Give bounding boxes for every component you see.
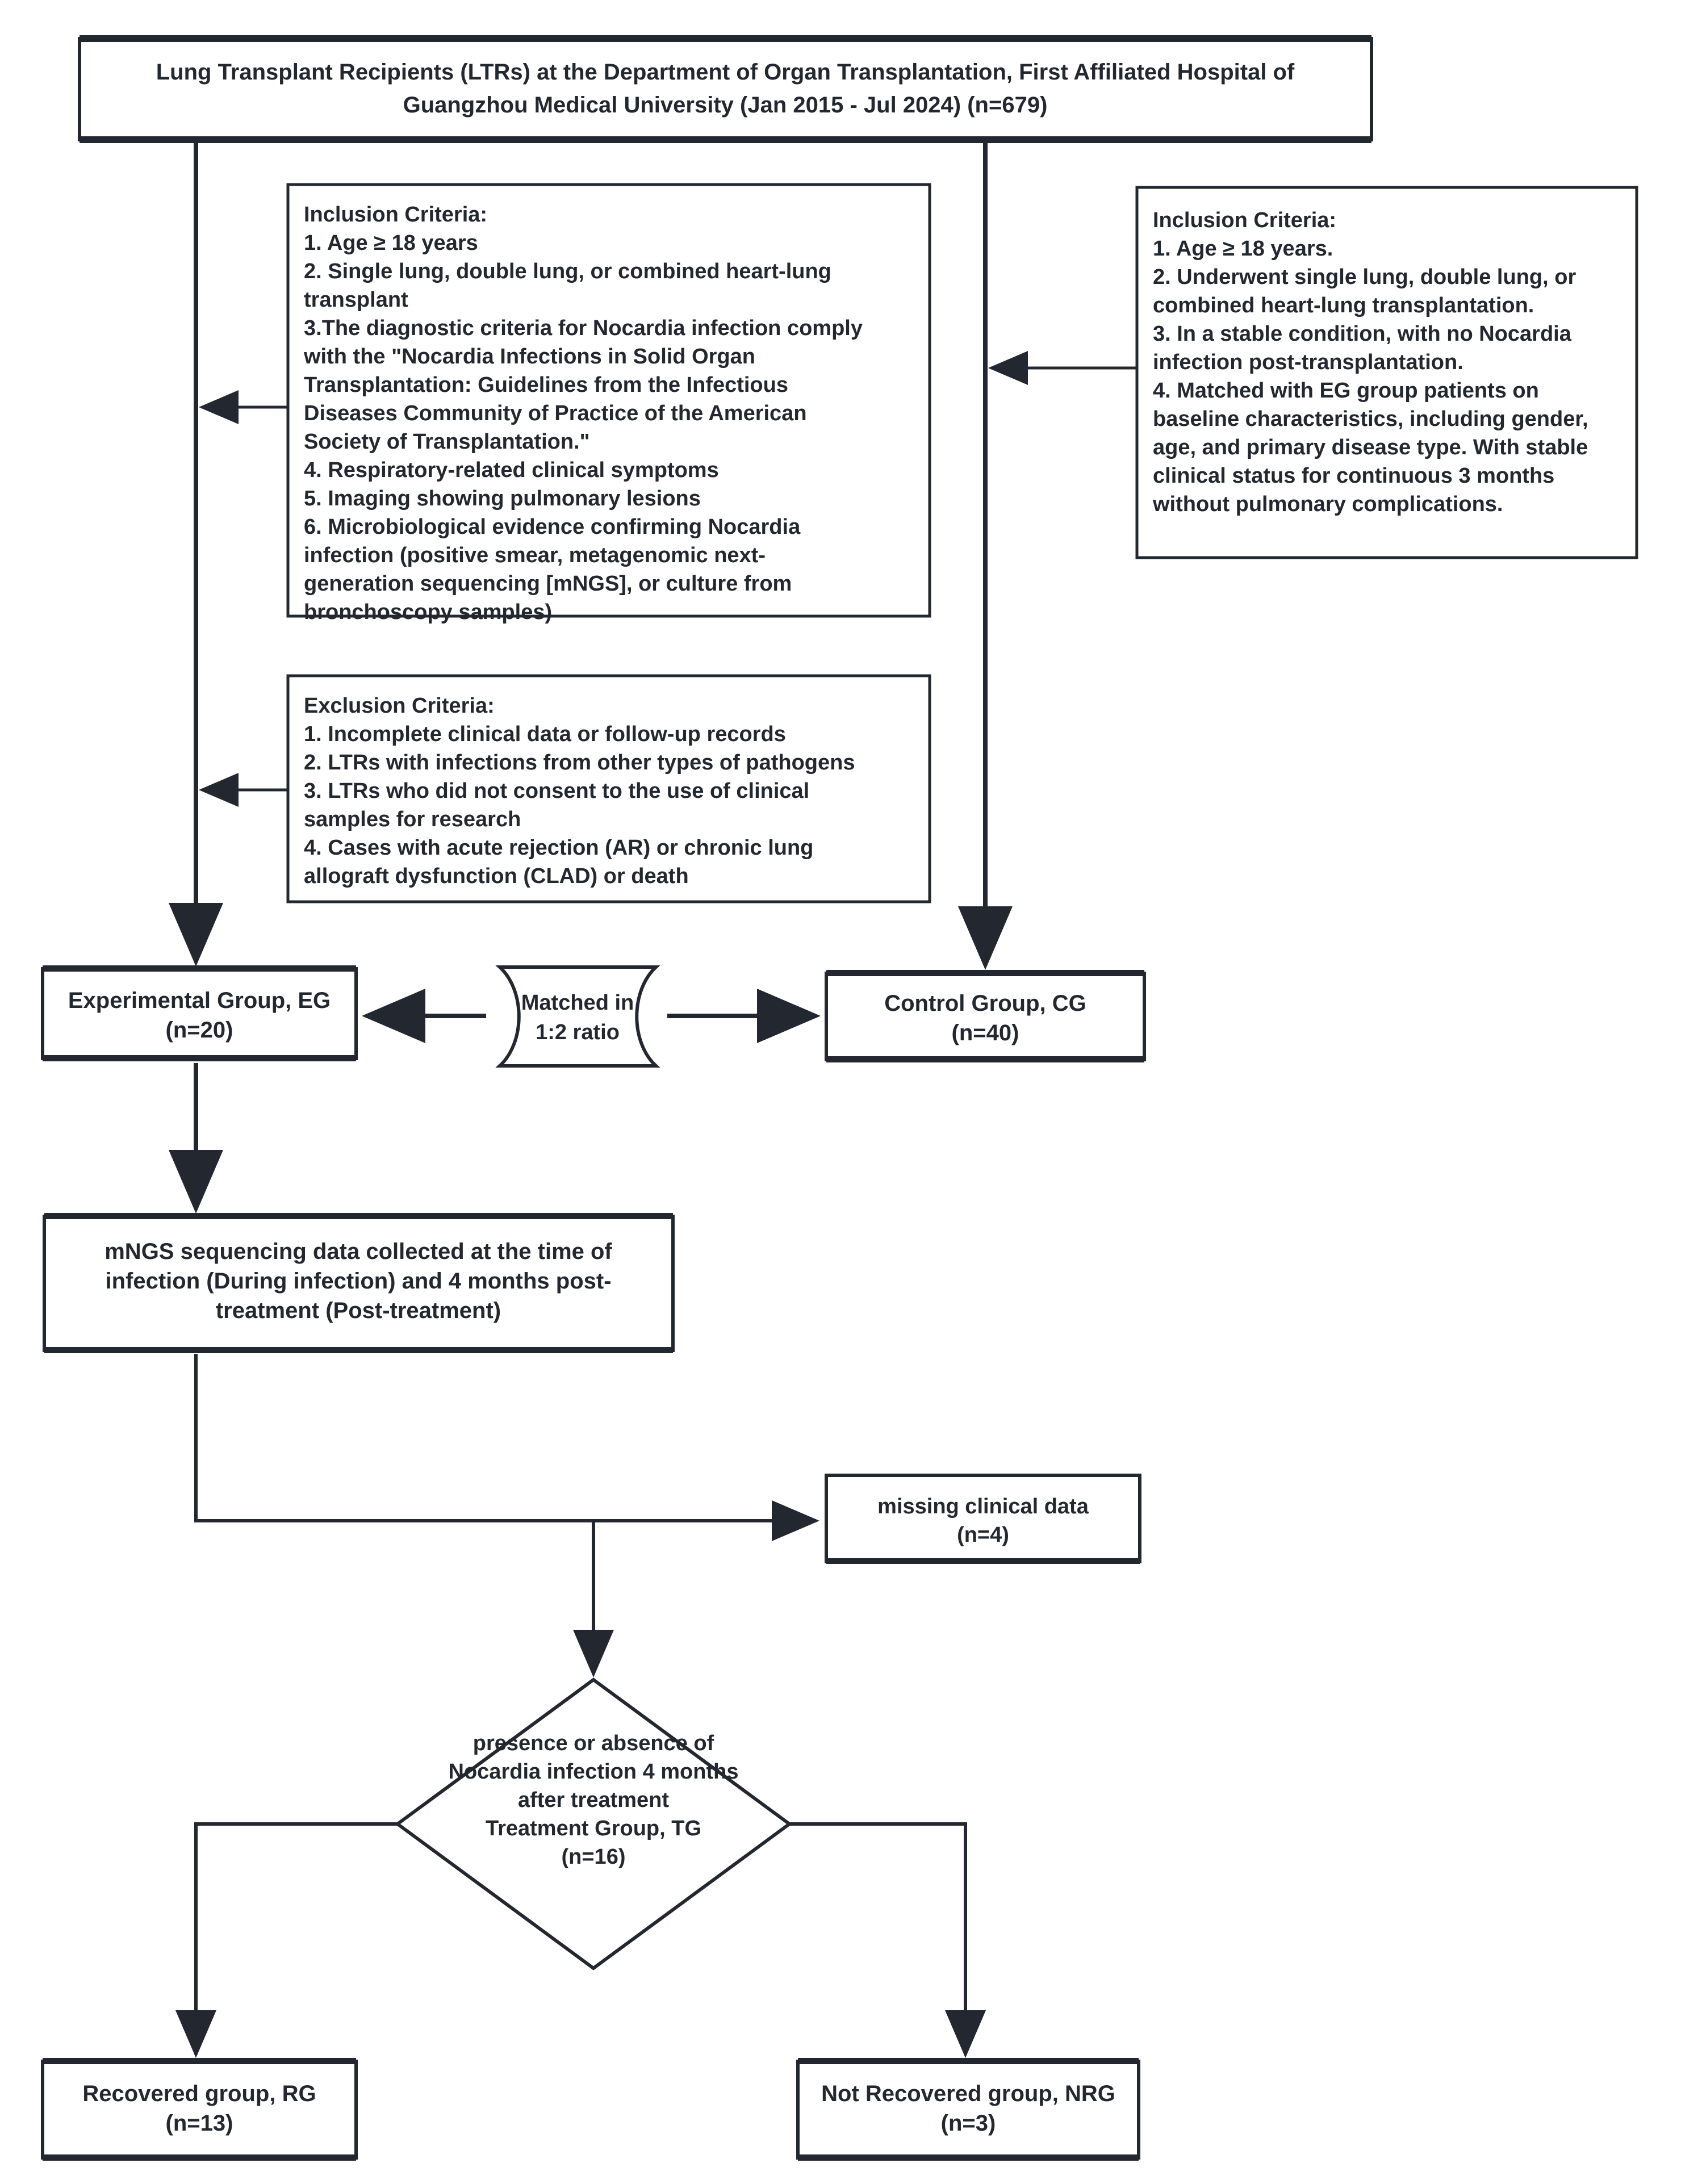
- inclusion-right-line-0: 1. Age ≥ 18 years.: [1153, 237, 1333, 261]
- source-population-line-0: Lung Transplant Recipients (LTRs) at the…: [156, 60, 1295, 85]
- control-group-line-1: (n=40): [952, 1020, 1019, 1045]
- not-recovered-group-line-1: (n=3): [941, 2111, 996, 2136]
- inclusion-right-line-6: baseline characteristics, including gend…: [1153, 407, 1588, 431]
- control-group-box: Control Group, CG (n=40): [825, 970, 1146, 1062]
- not-recovered-group-line-0: Not Recovered group, NRG: [821, 2081, 1115, 2106]
- recovered-group-line-1: (n=13): [166, 2111, 233, 2136]
- decision-line-4: (n=16): [562, 1845, 626, 1869]
- mngs-data-collection-box: mNGS sequencing data collected at the ti…: [43, 1213, 675, 1353]
- inclusion-left-line-11: infection (positive smear, metagenomic n…: [304, 543, 766, 567]
- mngs-line-0: mNGS sequencing data collected at the ti…: [104, 1239, 612, 1264]
- inclusion-left-line-0: 1. Age ≥ 18 years: [304, 231, 478, 255]
- inclusion-criteria-right-box: Inclusion Criteria: 1. Age ≥ 18 years. 2…: [1135, 186, 1638, 559]
- decision-line-1: Nocardia infection 4 months: [449, 1760, 739, 1784]
- mngs-line-2: treatment (Post-treatment): [216, 1298, 501, 1323]
- missing-data-line-0: missing clinical data: [877, 1495, 1089, 1518]
- inclusion-right-line-7: age, and primary disease type. With stab…: [1153, 436, 1588, 459]
- exclusion-line-4: 4. Cases with acute rejection (AR) or ch…: [304, 836, 813, 860]
- connector-mngs-to-missing-data: [194, 1354, 819, 1541]
- inclusion-right-line-9: without pulmonary complications.: [1152, 492, 1503, 516]
- missing-data-line-1: (n=4): [957, 1523, 1009, 1547]
- decision-line-3: Treatment Group, TG: [486, 1817, 701, 1840]
- inclusion-left-line-10: 6. Microbiological evidence confirming N…: [304, 515, 801, 539]
- inclusion-right-line-1: 2. Underwent single lung, double lung, o…: [1153, 265, 1576, 289]
- recovered-group-box: Recovered group, RG (n=13): [41, 2058, 358, 2161]
- mngs-line-1: infection (During infection) and 4 month…: [105, 1269, 611, 1294]
- inclusion-left-line-3: 3.The diagnostic criteria for Nocardia i…: [304, 316, 863, 340]
- experimental-group-line-1: (n=20): [166, 1018, 233, 1043]
- inclusion-criteria-left-box: Inclusion Criteria: 1. Age ≥ 18 years 2.…: [286, 183, 931, 624]
- control-group-line-0: Control Group, CG: [884, 991, 1086, 1016]
- exclusion-heading: Exclusion Criteria:: [304, 694, 495, 718]
- inclusion-left-heading: Inclusion Criteria:: [304, 203, 487, 227]
- experimental-group-box: Experimental Group, EG (n=20): [41, 965, 358, 1061]
- inclusion-left-line-4: with the "Nocardia Infections in Solid O…: [303, 345, 755, 369]
- matched-line-0: Matched in: [521, 991, 634, 1015]
- inclusion-left-line-5: Transplantation: Guidelines from the Inf…: [304, 373, 788, 397]
- matched-ratio-connector: Matched in 1:2 ratio: [495, 965, 660, 1068]
- decision-line-2: after treatment: [518, 1788, 669, 1812]
- exclusion-line-0: 1. Incomplete clinical data or follow-up…: [304, 722, 786, 746]
- inclusion-right-heading: Inclusion Criteria:: [1153, 208, 1336, 232]
- connector-decision-to-not-recovered: [787, 1822, 986, 2058]
- exclusion-line-3: samples for research: [304, 808, 521, 831]
- inclusion-right-line-4: infection post-transplantation.: [1153, 350, 1463, 374]
- not-recovered-group-box: Not Recovered group, NRG (n=3): [796, 2058, 1140, 2161]
- exclusion-line-2: 3. LTRs who did not consent to the use o…: [304, 779, 809, 803]
- recovered-group-line-0: Recovered group, RG: [82, 2081, 316, 2106]
- decision-diamond: presence or absence of Nocardia infectio…: [394, 1677, 793, 1970]
- inclusion-right-line-8: clinical status for continuous 3 months: [1153, 464, 1554, 488]
- matched-line-1: 1:2 ratio: [536, 1020, 620, 1044]
- inclusion-left-line-13: bronchoscopy samples): [304, 600, 552, 624]
- inclusion-left-line-6: Diseases Community of Practice of the Am…: [304, 401, 807, 425]
- connectors: [169, 139, 1137, 2058]
- inclusion-left-line-12: generation sequencing [mNGS], or culture…: [304, 572, 792, 596]
- inclusion-right-line-3: 3. In a stable condition, with no Nocard…: [1153, 322, 1572, 346]
- inclusion-left-line-1: 2. Single lung, double lung, or combined…: [304, 260, 831, 283]
- missing-clinical-data-box: missing clinical data (n=4): [825, 1474, 1141, 1564]
- inclusion-left-line-8: 4. Respiratory-related clinical symptoms: [304, 458, 719, 482]
- inclusion-right-line-5: 4. Matched with EG group patients on: [1153, 379, 1539, 403]
- source-population-box: Lung Transplant Recipients (LTRs) at the…: [78, 35, 1373, 143]
- inclusion-right-line-2: combined heart-lung transplantation.: [1153, 294, 1534, 317]
- inclusion-left-line-9: 5. Imaging showing pulmonary lesions: [304, 487, 701, 511]
- inclusion-left-line-2: transplant: [304, 288, 408, 312]
- source-population-line-1: Guangzhou Medical University (Jan 2015 -…: [403, 93, 1048, 118]
- exclusion-line-1: 2. LTRs with infections from other types…: [304, 751, 855, 775]
- inclusion-left-line-7: Society of Transplantation.": [304, 430, 590, 454]
- exclusion-line-5: allograft dysfunction (CLAD) or death: [304, 864, 689, 888]
- exclusion-criteria-box: Exclusion Criteria: 1. Incomplete clinic…: [286, 674, 931, 903]
- decision-line-0: presence or absence of: [473, 1731, 714, 1755]
- experimental-group-line-0: Experimental Group, EG: [68, 988, 331, 1013]
- connector-decision-to-recovered: [175, 1822, 400, 2058]
